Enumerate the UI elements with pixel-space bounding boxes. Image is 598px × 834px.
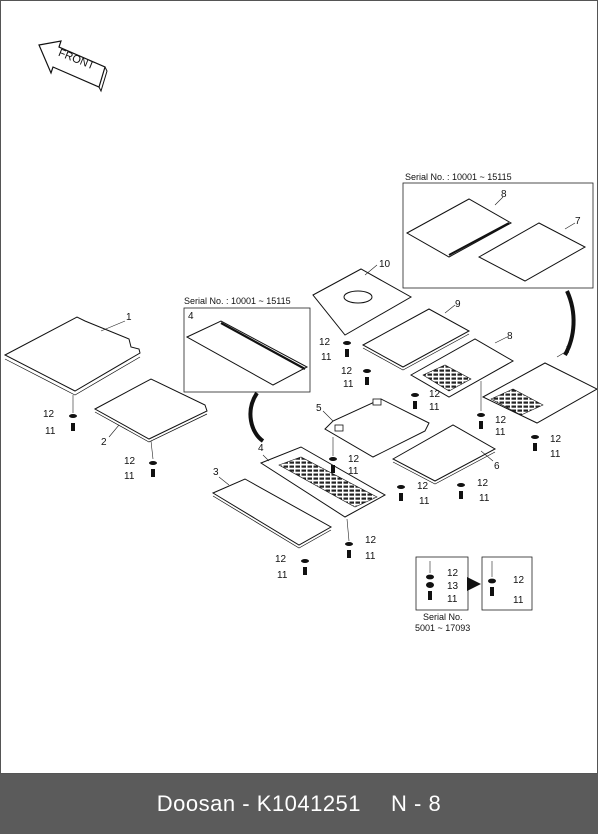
bolt-label: 11 — [495, 427, 506, 438]
part-label: 8 — [501, 189, 507, 200]
washer-label: 12 — [513, 575, 525, 586]
washer-label: 12 — [417, 481, 429, 492]
part-label: 7 — [575, 216, 581, 227]
part-label: 4 — [188, 311, 194, 322]
washer-label: 12 — [124, 456, 136, 467]
bolt-label: 11 — [365, 551, 376, 562]
plate-6: 6 — [391, 424, 500, 485]
plate-3: 3 — [211, 467, 333, 549]
footer-brand: Doosan — [156, 791, 236, 816]
bolt-label: 11 — [321, 352, 332, 363]
part-label: 9 — [455, 299, 461, 310]
washer-label: 12 — [43, 409, 55, 420]
plate-1: 1 — [3, 312, 141, 396]
washer-label: 12 — [319, 337, 331, 348]
serial-box-right: Serial No. : 10001 ~ 15115 8 7 — [402, 172, 594, 356]
serial-box-label: Serial No. : 10001 ~ 15115 — [405, 172, 512, 182]
part-label: 2 — [101, 437, 107, 448]
plate-5: 5 — [316, 398, 430, 458]
exploded-view: FRONT 1 2 Serial No. : 10001 ~ 15115 4 4… — [3, 40, 597, 633]
plate-2: 2 — [93, 378, 208, 448]
part-label: 8 — [507, 331, 513, 342]
washer-label: 12 — [550, 434, 562, 445]
serial-box-label: Serial No. : 10001 ~ 15115 — [184, 296, 291, 306]
bolt-label: 11 — [513, 595, 524, 606]
plate-8-grille: 8 — [409, 331, 515, 398]
serial-box-left: Serial No. : 10001 ~ 15115 4 — [183, 296, 311, 443]
washer-label: 12 — [429, 389, 441, 400]
hardware-group: 12 11 12 11 12 11 12 11 12 11 12 11 12 1… — [43, 337, 562, 581]
washer-label: 12 — [495, 415, 507, 426]
part-label: 4 — [258, 443, 264, 454]
washer-label: 12 — [341, 366, 353, 377]
detail-serial-range: 5001 ~ 17093 — [415, 623, 470, 633]
part-label: 10 — [379, 259, 391, 270]
bolt-label: 11 — [479, 493, 490, 504]
footer-page: N - 8 — [391, 791, 442, 816]
footer-separator: - — [242, 791, 251, 816]
footer-bar: Doosan - K1041251 N - 8 — [0, 774, 598, 834]
bolt-label: 11 — [348, 466, 359, 477]
bolt-label: 11 — [277, 570, 288, 581]
arrow-right-icon — [467, 577, 481, 591]
plate-10: 10 — [312, 259, 413, 336]
front-arrow-icon: FRONT — [38, 40, 108, 93]
part-label: 1 — [126, 312, 132, 323]
washer-label: 12 — [275, 554, 287, 565]
washer-label: 12 — [365, 535, 377, 546]
part-label: 6 — [494, 461, 500, 472]
hardware-detail-inset: 12 13 11 Serial No. 5001 ~ 17093 12 11 — [415, 556, 533, 633]
footer-part-number: K1041251 — [256, 791, 362, 816]
plate-4-grille: 4 — [258, 443, 387, 518]
spacer-label: 13 — [447, 581, 459, 592]
washer-label: 12 — [348, 454, 360, 465]
part-label: 5 — [316, 403, 322, 414]
bolt-label: 11 — [124, 471, 135, 482]
washer-label: 12 — [447, 568, 459, 579]
bolt-label: 11 — [45, 426, 56, 437]
bolt-label: 11 — [429, 402, 440, 413]
bolt-label: 11 — [447, 594, 458, 605]
bolt-label: 11 — [419, 496, 430, 507]
part-label: 3 — [213, 467, 219, 478]
parts-diagram: FRONT 1 2 Serial No. : 10001 ~ 15115 4 4… — [0, 0, 598, 774]
bolt-label: 11 — [550, 449, 561, 460]
washer-label: 12 — [477, 478, 489, 489]
plate-9: 9 — [361, 299, 471, 371]
detail-serial-label: Serial No. — [423, 612, 463, 622]
bolt-label: 11 — [343, 379, 354, 390]
